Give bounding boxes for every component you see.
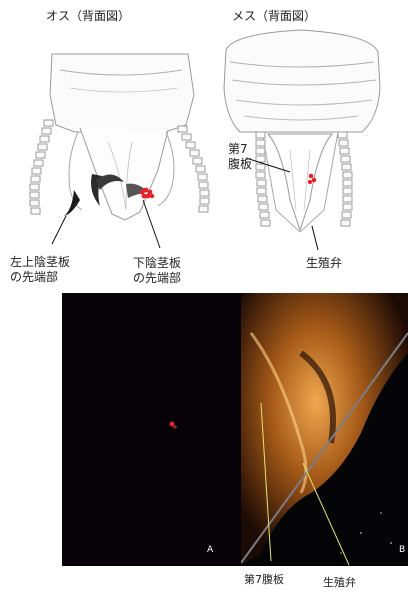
male-cercus-left bbox=[30, 120, 53, 214]
valve-pointer bbox=[312, 226, 318, 250]
photo-b-drawing bbox=[241, 293, 408, 566]
seventh-sternite-label-line2: 腹板 bbox=[228, 157, 252, 172]
photo-b-specimen bbox=[241, 293, 408, 566]
left-upper-penile-plate-label-line2: の先端部 bbox=[10, 270, 70, 285]
photo-a-red-spot-2 bbox=[173, 425, 177, 429]
lower-penile-plate-label-line2: の先端部 bbox=[133, 271, 181, 286]
photo-a-drawing bbox=[62, 293, 241, 566]
left-upper-penile-plate-tip bbox=[64, 190, 80, 216]
male-genital-outline bbox=[80, 128, 168, 220]
photo-a-tag: A bbox=[207, 545, 213, 555]
female-sternite bbox=[268, 134, 332, 230]
seventh-sternite-label-line1: 第7 bbox=[228, 142, 252, 157]
seventh-sternite-label: 第7 腹板 bbox=[228, 142, 252, 172]
photo-b: B bbox=[241, 293, 408, 566]
photo-b-tag: B bbox=[399, 545, 405, 555]
female-cercus-left bbox=[256, 132, 270, 226]
genital-valve-label: 生殖弁 bbox=[306, 256, 342, 271]
left-upper-penile-plate-label: 左上陰茎板 の先端部 bbox=[10, 255, 70, 285]
lower-penile-plate-label-line1: 下陰茎板 bbox=[133, 256, 181, 271]
photo-seventh-sternite-label: 第7腹板 bbox=[244, 572, 284, 587]
male-abdomen-outline bbox=[50, 54, 194, 132]
female-cercus-right bbox=[338, 132, 352, 226]
female-title: メス（背面図） bbox=[232, 9, 316, 24]
left-upper-penile-plate-label-line1: 左上陰茎板 bbox=[10, 255, 70, 270]
left-plate-pointer bbox=[52, 216, 66, 244]
male-cercus-right bbox=[178, 126, 209, 212]
photo-genital-valve-label: 生殖弁 bbox=[323, 575, 356, 590]
photo-a: A bbox=[62, 293, 241, 566]
lower-plate-pointer bbox=[143, 200, 160, 248]
lower-penile-plate-label: 下陰茎板 の先端部 bbox=[133, 256, 181, 286]
